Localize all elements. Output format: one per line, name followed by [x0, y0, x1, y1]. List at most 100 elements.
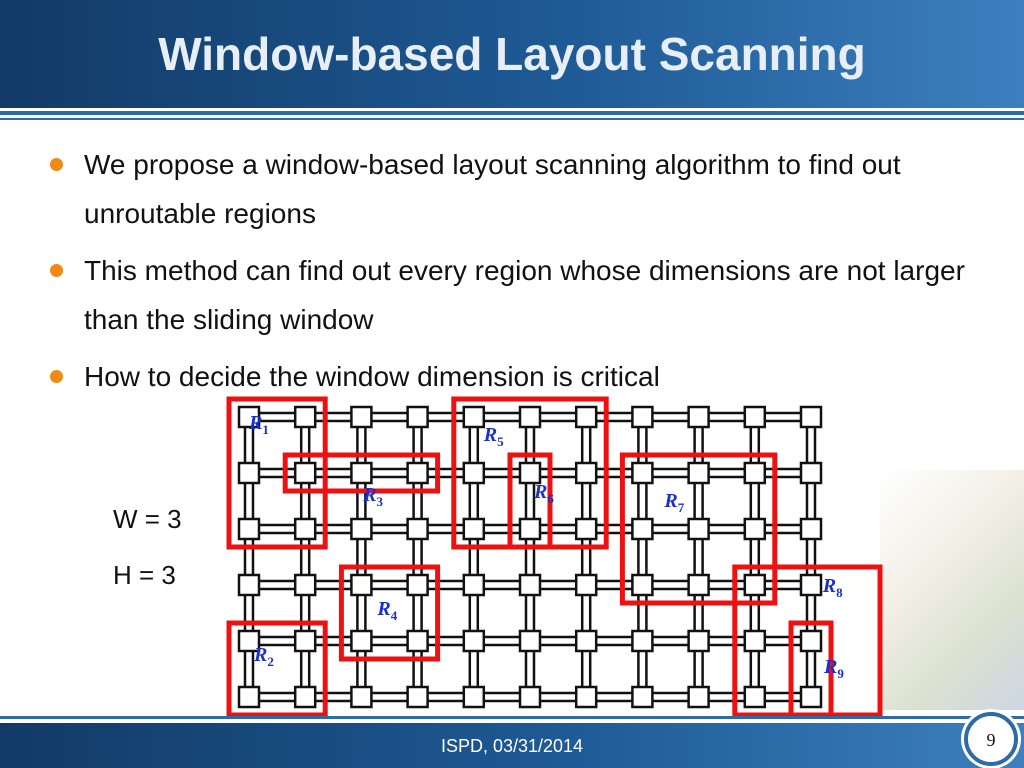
- bullet-dot-icon: [50, 158, 63, 171]
- grid-node: [350, 629, 373, 653]
- grid-node: [350, 405, 373, 429]
- grid-node: [518, 685, 542, 709]
- region-box: [507, 452, 553, 550]
- grid-node: [687, 685, 710, 709]
- grid-node: [631, 461, 654, 485]
- grid-node: [350, 517, 373, 541]
- bullet-item: How to decide the window dimension is cr…: [40, 352, 990, 401]
- region-box: [282, 452, 441, 494]
- grid-node: [687, 629, 710, 653]
- region-label: R1: [248, 412, 269, 437]
- footer-bar: [0, 723, 1024, 768]
- region-box: [226, 396, 328, 550]
- bullet-item: This method can find out every region wh…: [40, 246, 990, 344]
- bullet-text: We propose a window-based layout scannin…: [84, 149, 901, 229]
- grid-node: [574, 405, 598, 429]
- page-number: 9: [986, 730, 996, 750]
- grid-node: [574, 685, 598, 709]
- grid-node: [631, 629, 654, 653]
- grid-node: [631, 517, 654, 541]
- grid-node: [406, 629, 429, 653]
- grid-node: [518, 461, 542, 485]
- region-label: R2: [253, 644, 274, 669]
- grid-node: [293, 461, 317, 485]
- grid-node: [743, 629, 767, 653]
- region-box: [226, 620, 328, 718]
- slide-title: Window-based Layout Scanning: [158, 28, 866, 80]
- window-width-label: W = 3: [113, 504, 182, 534]
- page-number-badge: 9: [964, 712, 1018, 766]
- header-divider: [0, 111, 1024, 115]
- grid-nodes: [237, 405, 823, 709]
- grid-node: [293, 685, 317, 709]
- grid-node: [350, 573, 373, 597]
- grid-node: [518, 629, 542, 653]
- grid-node: [237, 685, 261, 709]
- grid-node: [687, 573, 710, 597]
- grid-node: [799, 685, 823, 709]
- grid-node: [799, 629, 823, 653]
- grid-node: [462, 405, 486, 429]
- grid-node: [237, 573, 261, 597]
- grid-node: [406, 461, 429, 485]
- header-bar: [0, 0, 1024, 108]
- region-label: R9: [823, 656, 844, 681]
- bullet-text: This method can find out every region wh…: [84, 255, 965, 335]
- grid-node: [462, 685, 486, 709]
- region-boxes: [226, 396, 883, 718]
- grid-node: [350, 461, 373, 485]
- region-box: [619, 452, 778, 606]
- grid-node: [687, 405, 710, 429]
- region-label: R3: [362, 484, 383, 509]
- region-box: [788, 620, 834, 718]
- grid-node: [462, 461, 486, 485]
- footer-divider: [0, 716, 1024, 719]
- bullet-text: How to decide the window dimension is cr…: [84, 361, 660, 392]
- grid-node: [237, 517, 261, 541]
- grid-node: [518, 405, 542, 429]
- grid-node: [518, 517, 542, 541]
- grid-node: [687, 461, 710, 485]
- region-box: [338, 564, 441, 662]
- background-decoration: [880, 470, 1024, 710]
- grid-node: [462, 573, 486, 597]
- grid-node: [293, 405, 317, 429]
- grid-node: [293, 517, 317, 541]
- grid-node: [406, 685, 429, 709]
- grid-node: [237, 405, 261, 429]
- grid-node: [462, 629, 486, 653]
- grid-node: [518, 573, 542, 597]
- grid-node: [743, 517, 767, 541]
- bullet-dot-icon: [50, 264, 63, 277]
- grid-node: [574, 573, 598, 597]
- grid-node: [631, 685, 654, 709]
- grid-node: [799, 573, 823, 597]
- grid-node: [293, 573, 317, 597]
- grid-node: [687, 517, 710, 541]
- grid-node: [462, 517, 486, 541]
- grid-node: [406, 405, 429, 429]
- grid-node: [237, 629, 261, 653]
- grid-node: [631, 405, 654, 429]
- bullet-list: We propose a window-based layout scannin…: [40, 140, 990, 409]
- grid-node: [406, 517, 429, 541]
- window-height-label: H = 3: [113, 560, 176, 590]
- grid-node: [743, 461, 767, 485]
- grid-node: [799, 517, 823, 541]
- region-label: R7: [663, 490, 684, 515]
- region-label: R4: [376, 598, 397, 623]
- bullet-dot-icon: [50, 370, 63, 383]
- grid-node: [406, 573, 429, 597]
- bullet-item: We propose a window-based layout scannin…: [40, 140, 990, 238]
- region-label: R8: [822, 575, 843, 600]
- grid-node: [631, 573, 654, 597]
- grid-node: [574, 461, 598, 485]
- grid-node: [350, 685, 373, 709]
- region-label: R5: [483, 424, 504, 449]
- grid-node: [799, 405, 823, 429]
- grid-node: [574, 517, 598, 541]
- footer-text: ISPD, 03/31/2014: [440, 736, 584, 756]
- grid-node: [293, 629, 317, 653]
- grid-node: [743, 405, 767, 429]
